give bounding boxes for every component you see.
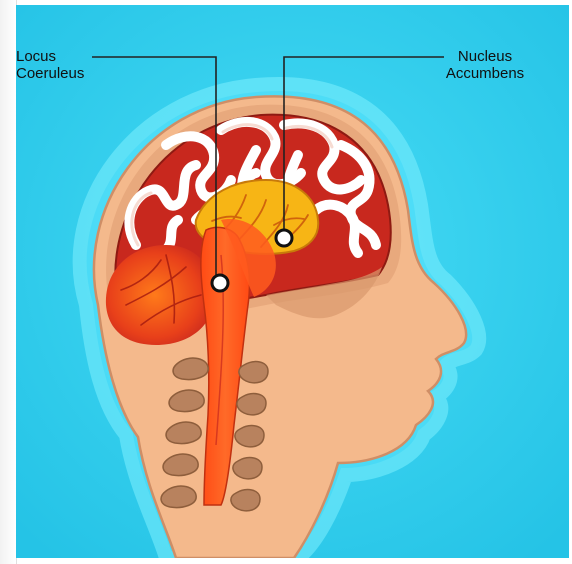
vertebra — [239, 362, 268, 383]
left-edge — [0, 0, 17, 564]
locus-coeruleus-label-line2: Coeruleus — [16, 65, 84, 82]
vertebra — [237, 394, 266, 415]
nucleus-accumbens-label: Nucleus Accumbens — [426, 48, 544, 82]
vertebra — [233, 458, 262, 479]
vertebra — [235, 426, 264, 447]
locus-coeruleus-label-line1: Locus — [16, 48, 84, 65]
nucleus-accumbens-label-line1: Nucleus — [426, 48, 544, 65]
locus-coeruleus-label: Locus Coeruleus — [16, 48, 84, 82]
nucleus-accumbens-point — [276, 230, 292, 246]
illustration-panel: Locus Coeruleus Nucleus Accumbens — [16, 5, 569, 558]
brain-illustration — [16, 5, 569, 558]
vertebra — [231, 490, 260, 511]
locus-coeruleus-point — [212, 275, 228, 291]
nucleus-accumbens-label-line2: Accumbens — [426, 65, 544, 82]
